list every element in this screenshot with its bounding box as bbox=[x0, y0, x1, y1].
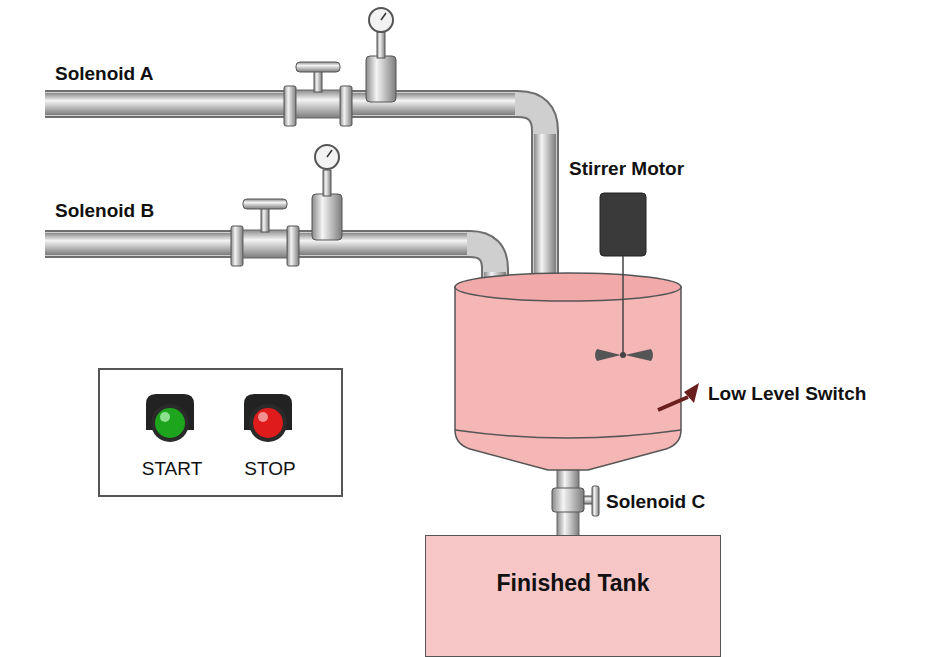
hand-valve-part bbox=[231, 226, 243, 266]
stirrer-motor-part bbox=[625, 349, 653, 361]
pipe-a-part bbox=[45, 104, 545, 292]
stop-button bbox=[244, 394, 292, 442]
pressure-gauge-part bbox=[369, 8, 393, 32]
part-label: Solenoid C bbox=[606, 491, 705, 514]
control-panel: START STOP bbox=[98, 368, 343, 497]
pressure-gauge-part bbox=[312, 194, 342, 240]
button-label: START bbox=[142, 458, 203, 481]
hand-valve-part bbox=[296, 62, 340, 72]
stirrer-motor-part bbox=[595, 349, 621, 361]
hand-valve-part bbox=[243, 230, 287, 258]
stop-button-part bbox=[249, 404, 287, 442]
stirrer-motor bbox=[595, 193, 653, 361]
stirrer-motor-part bbox=[620, 352, 626, 358]
pressure-gauge-part bbox=[315, 145, 339, 169]
hand-valve bbox=[231, 199, 299, 266]
start-button-part bbox=[160, 412, 170, 422]
stop-button-part bbox=[253, 408, 283, 438]
part-label: Solenoid B bbox=[55, 200, 154, 223]
mixing-tank-part bbox=[455, 430, 681, 438]
hand-valve-part bbox=[261, 208, 269, 232]
part-label: Low Level Switch bbox=[708, 383, 866, 406]
pipe-a bbox=[45, 93, 556, 292]
outlet-pipe-part bbox=[552, 488, 584, 512]
stirrer-motor-part bbox=[600, 193, 646, 256]
hand-valve-part bbox=[284, 86, 296, 126]
pressure-gauge-part bbox=[366, 56, 396, 102]
hand-valve bbox=[284, 62, 352, 126]
pressure-gauge bbox=[366, 8, 396, 102]
start-button-part bbox=[155, 408, 185, 438]
hand-valve-part bbox=[243, 199, 287, 209]
level-switch-part bbox=[658, 397, 688, 410]
pressure-gauge-part bbox=[323, 170, 331, 196]
pressure-gauge-part bbox=[327, 150, 332, 157]
hand-valve-part bbox=[296, 90, 340, 118]
tank-box: Finished Tank bbox=[425, 535, 721, 657]
stop-button-part bbox=[258, 412, 268, 422]
pressure-gauge-part bbox=[381, 13, 386, 20]
hand-valve-part bbox=[287, 226, 299, 266]
stirrer-motor-part bbox=[622, 256, 624, 355]
pipe-a-part bbox=[534, 134, 556, 292]
level-switch bbox=[658, 383, 699, 410]
pressure-gauge-part bbox=[377, 32, 385, 58]
hand-valve-part bbox=[314, 70, 322, 92]
pipe-a-part bbox=[45, 104, 545, 292]
pipe-a-part bbox=[45, 93, 515, 115]
outlet-pipe bbox=[552, 462, 599, 538]
button-label: STOP bbox=[244, 458, 295, 481]
mixing-tank-part bbox=[455, 273, 681, 301]
part-label: Stirrer Motor bbox=[569, 158, 684, 181]
hand-valve-part bbox=[340, 86, 352, 126]
level-switch-part bbox=[684, 383, 699, 403]
mixing-tank bbox=[455, 273, 681, 470]
start-button-part bbox=[151, 404, 189, 442]
outlet-pipe-part bbox=[592, 486, 599, 516]
start-button bbox=[146, 394, 194, 442]
tank-label: Finished Tank bbox=[497, 570, 650, 598]
part-label: Solenoid A bbox=[55, 63, 154, 86]
mixing-tank-part bbox=[455, 287, 681, 470]
pressure-gauge bbox=[312, 145, 342, 240]
